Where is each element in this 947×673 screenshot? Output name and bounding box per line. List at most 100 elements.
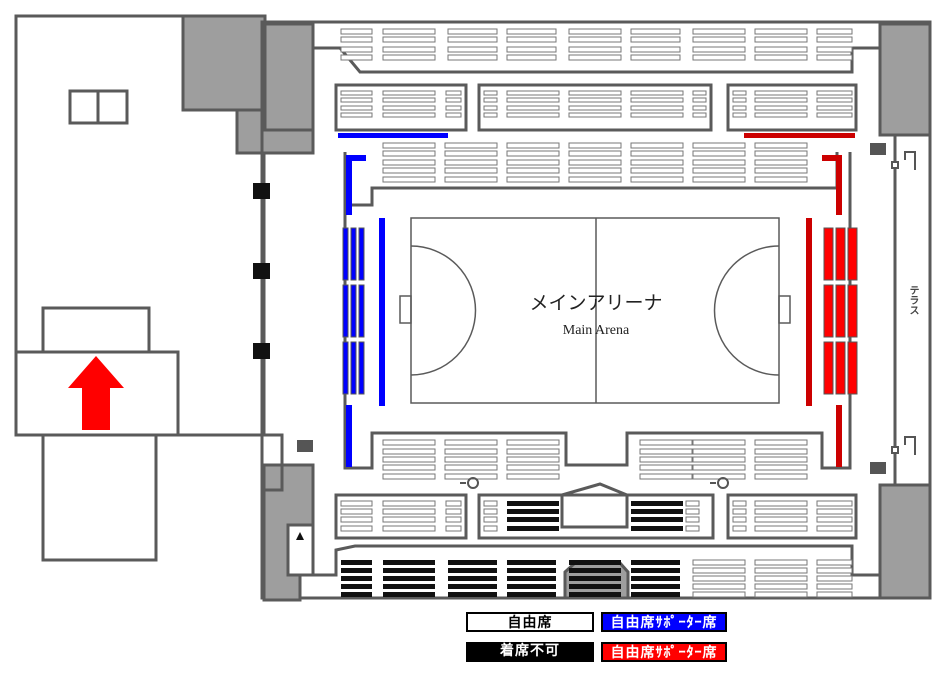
seat-row-free (816, 583, 853, 590)
red-supporter-rail (806, 218, 812, 406)
seat-row-free (382, 448, 436, 455)
seat-row-free (447, 36, 498, 43)
seat-row-free (816, 46, 853, 53)
blue-supporter-aisle (346, 155, 366, 161)
seat-row-free (506, 150, 560, 157)
seat-row-free (639, 456, 693, 463)
wheelchair-icon (460, 477, 479, 489)
seat-row-free (568, 54, 622, 61)
red-supporter-seat-row (835, 284, 846, 338)
seat-row-unavailable (341, 568, 372, 573)
seat-row-free (630, 159, 684, 166)
seat-row-free (639, 473, 693, 480)
seat-row-free (754, 448, 808, 455)
seat-row-unavailable (569, 576, 621, 581)
seat-row-free (754, 508, 808, 515)
blue-supporter-rail (379, 218, 385, 406)
seat-row-free (692, 567, 746, 574)
seat-row-unavailable (341, 576, 372, 581)
seat-row-free (483, 90, 498, 96)
seat-row-free (382, 112, 436, 118)
seat-row-free (816, 567, 853, 574)
seat-row-free (754, 150, 808, 157)
seat-row-free (692, 583, 746, 590)
supporter-sections (338, 133, 858, 467)
entrance-arrow-icon (68, 356, 124, 430)
seat-row-unavailable (383, 592, 435, 597)
seat-row-unavailable (569, 592, 621, 597)
seat-row-free (816, 28, 853, 35)
blue-supporter-seat-row (358, 227, 365, 281)
seat-row-free (506, 448, 560, 455)
seat-row-free (732, 508, 747, 515)
seat-row-unavailable (507, 592, 556, 597)
seat-row-free (754, 28, 808, 35)
seat-row-free (382, 525, 436, 532)
camera-icon (297, 143, 886, 474)
blue-supporter-seat-row (350, 284, 357, 338)
seat-row-free (382, 36, 436, 43)
seat-row-free (692, 448, 746, 455)
seat-row-unavailable (569, 568, 621, 573)
seat-row-free (754, 559, 808, 566)
main-arena-title-jp: メインアリーナ (529, 292, 663, 314)
seat-row-free (692, 159, 746, 166)
seat-row-free (754, 176, 808, 183)
seat-row-free (692, 142, 746, 149)
seat-row-unavailable (507, 560, 556, 565)
red-supporter-seat-row (823, 341, 834, 395)
seat-row-unavailable (341, 584, 372, 589)
seat-row-free (340, 105, 373, 111)
main-arena-title-en: Main Arena (562, 323, 630, 338)
seat-row-free (692, 97, 707, 103)
seat-row-free (816, 525, 853, 532)
seat-row-unavailable (631, 501, 683, 506)
seat-row-unavailable (448, 576, 497, 581)
seat-row-free (816, 500, 853, 507)
red-supporter-seat-row (847, 341, 858, 395)
seat-row-free (732, 525, 747, 532)
seat-row-free (340, 90, 373, 96)
seat-row-free (639, 439, 693, 446)
seat-row-free (630, 46, 681, 53)
seat-row-free (692, 28, 746, 35)
blue-supporter-seat-row (350, 227, 357, 281)
restroom-icon (891, 151, 916, 455)
seat-row-free (732, 500, 747, 507)
blue-supporter-aisle (346, 405, 352, 467)
seat-row-free (382, 46, 436, 53)
seat-row-free (816, 112, 853, 118)
seat-row-free (382, 97, 436, 103)
seat-row-free (685, 500, 700, 507)
seat-row-free (340, 36, 373, 43)
seat-row-free (692, 559, 746, 566)
seat-row-free (692, 167, 746, 174)
seat-row-unavailable (569, 584, 621, 589)
seat-row-free (382, 500, 436, 507)
seat-row-free (754, 54, 808, 61)
seat-row-free (340, 54, 373, 61)
seat-row-free (692, 36, 746, 43)
seat-row-free (444, 464, 498, 471)
pillar (253, 263, 270, 279)
seat-row-free (382, 28, 436, 35)
seat-row-free (754, 112, 808, 118)
seat-row-free (444, 159, 498, 166)
seat-row-free (692, 439, 746, 446)
seat-row-free (732, 105, 747, 111)
seat-row-free (444, 167, 498, 174)
red-supporter-seat-row (823, 227, 834, 281)
seat-row-free (754, 575, 808, 582)
seat-row-free (630, 142, 684, 149)
seat-row-free (816, 575, 853, 582)
seat-row-free (445, 97, 462, 103)
seat-row-free (754, 36, 808, 43)
blue-supporter-seat-row (342, 341, 349, 395)
seat-row-unavailable (383, 560, 435, 565)
seat-row-unavailable (507, 576, 556, 581)
seat-row-free (754, 90, 808, 96)
blue-supporter-row (338, 133, 448, 138)
seat-row-free (506, 105, 560, 111)
seat-row-free (754, 500, 808, 507)
seat-row-free (568, 150, 622, 157)
